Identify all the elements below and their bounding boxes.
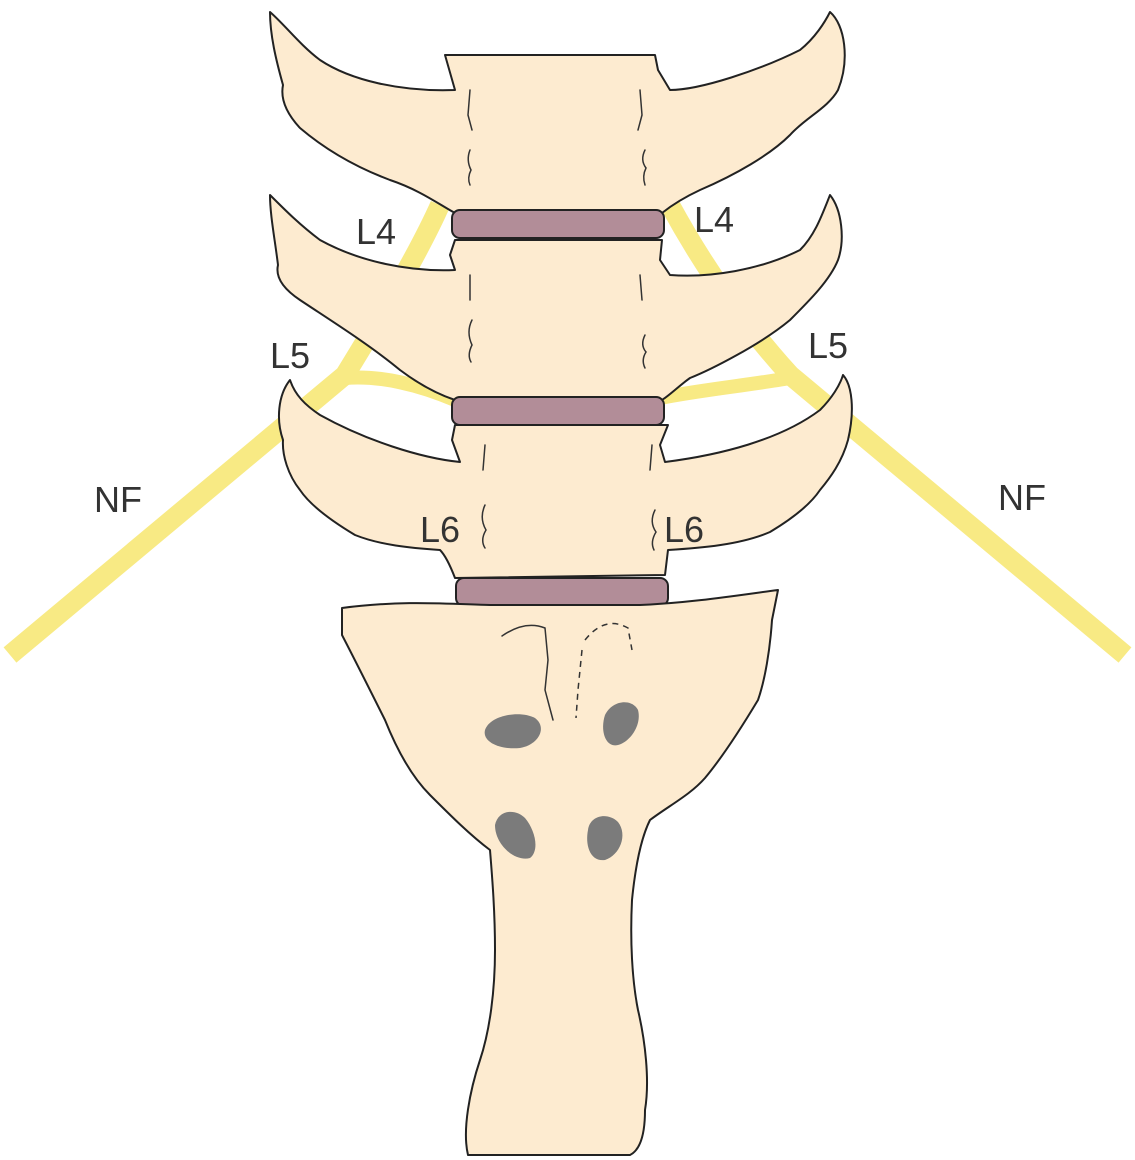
label-l6-right: L6 <box>664 509 704 550</box>
label-nf-left: NF <box>94 479 142 520</box>
label-nf-right: NF <box>998 477 1046 518</box>
intervertebral-disc-1 <box>452 210 664 238</box>
sacrum <box>342 590 778 1155</box>
label-l4-right: L4 <box>694 199 734 240</box>
label-l5-left: L5 <box>270 335 310 376</box>
vertebra-l4 <box>270 12 845 213</box>
label-l6-left: L6 <box>420 509 460 550</box>
intervertebral-disc-3 <box>456 578 668 606</box>
label-l4-left: L4 <box>356 211 396 252</box>
intervertebral-disc-2 <box>452 397 664 425</box>
label-l5-right: L5 <box>808 325 848 366</box>
